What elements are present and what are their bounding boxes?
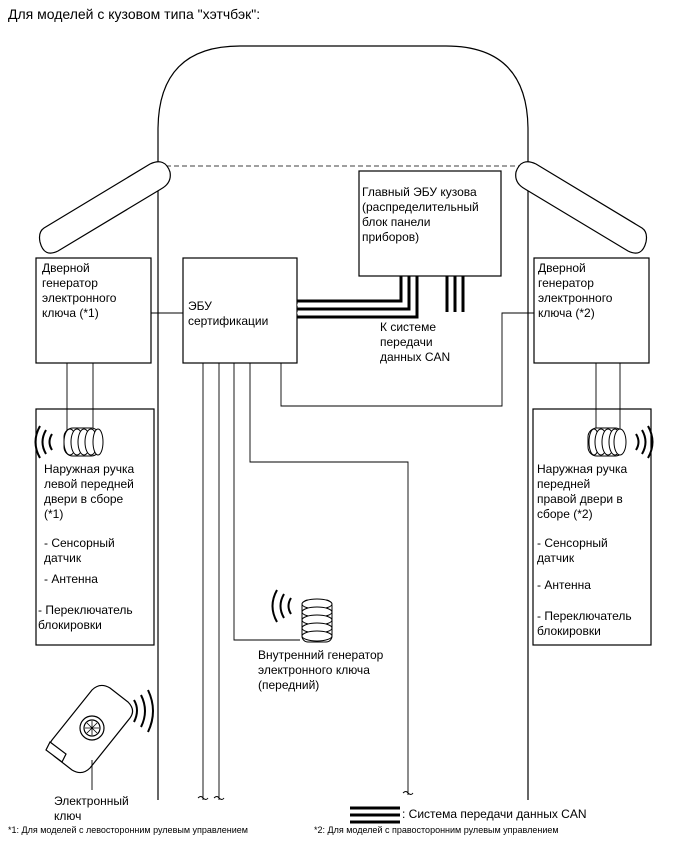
can-dest-label: К системе передачи данных CAN bbox=[380, 320, 451, 364]
touch-sensor-left-label: - Сенсорный датчик bbox=[44, 536, 115, 565]
electronic-key-icon bbox=[45, 684, 134, 774]
main-ecu-label: Главный ЭБУ кузова (распределительный бл… bbox=[362, 185, 479, 244]
door-gen-left-box bbox=[35, 257, 152, 364]
wire-cert-to-interior-gen bbox=[249, 363, 409, 795]
interior-signal-waves-icon bbox=[271, 589, 292, 623]
break-mark-1 bbox=[197, 796, 209, 800]
page-title: Для моделей с кузовом типа "хэтчбэк": bbox=[8, 6, 261, 22]
cert-ecu-box bbox=[182, 257, 298, 364]
left-signal-waves-icon bbox=[34, 425, 53, 459]
key-signal-waves-icon bbox=[133, 689, 154, 733]
wire-cert-to-right-gen bbox=[280, 312, 534, 407]
antenna-right-label: - Антенна bbox=[537, 578, 591, 592]
door-gen-left-label: Дверной генератор электронного ключа (*1… bbox=[42, 261, 117, 320]
cert-ecu-label: ЭБУ сертификации bbox=[188, 299, 269, 328]
break-mark-3 bbox=[402, 791, 414, 795]
right-mirror bbox=[515, 161, 648, 254]
car-roof-outline bbox=[157, 45, 529, 166]
footnote-1: *1: Для моделей с левосторонним рулевым … bbox=[8, 825, 248, 835]
car-body-outline bbox=[157, 166, 529, 800]
right-signal-waves-icon bbox=[635, 425, 654, 459]
interior-gen-label: Внутренний генератор электронного ключа … bbox=[258, 648, 384, 692]
door-gen-right-label: Дверной генератор электронного ключа (*2… bbox=[538, 261, 613, 320]
door-gen-right-box bbox=[533, 257, 650, 364]
antenna-left-label: - Антенна bbox=[44, 572, 98, 586]
handle-left-label: Наружная ручка левой передней двери в сб… bbox=[44, 462, 135, 521]
handle-right-label: Наружная ручка передней правой двери в с… bbox=[537, 462, 628, 521]
lock-switch-left-label: - Переключатель блокировки bbox=[38, 603, 133, 632]
main-ecu-box bbox=[358, 170, 502, 277]
interior-generator-icon bbox=[301, 598, 333, 643]
electronic-key-label: Электронный ключ bbox=[54, 794, 129, 823]
can-bus-line-2 bbox=[297, 276, 411, 311]
left-handle-antenna-icon bbox=[63, 427, 104, 457]
legend-can-label: : Система передачи данных CAN bbox=[402, 807, 587, 821]
lock-switch-right-label: - Переключатель блокировки bbox=[537, 609, 632, 638]
footnote-2: *2: Для моделей с правосторонним рулевым… bbox=[314, 825, 559, 835]
break-mark-2 bbox=[213, 796, 225, 800]
can-bus-line-3 bbox=[297, 276, 419, 319]
right-handle-antenna-icon bbox=[587, 427, 627, 457]
wire-cert-to-interior-gen-2 bbox=[233, 363, 300, 641]
legend-can-symbol bbox=[350, 806, 400, 824]
touch-sensor-right-label: - Сенсорный датчик bbox=[537, 536, 608, 565]
left-mirror bbox=[38, 161, 171, 254]
can-bus-line-1 bbox=[297, 276, 403, 303]
